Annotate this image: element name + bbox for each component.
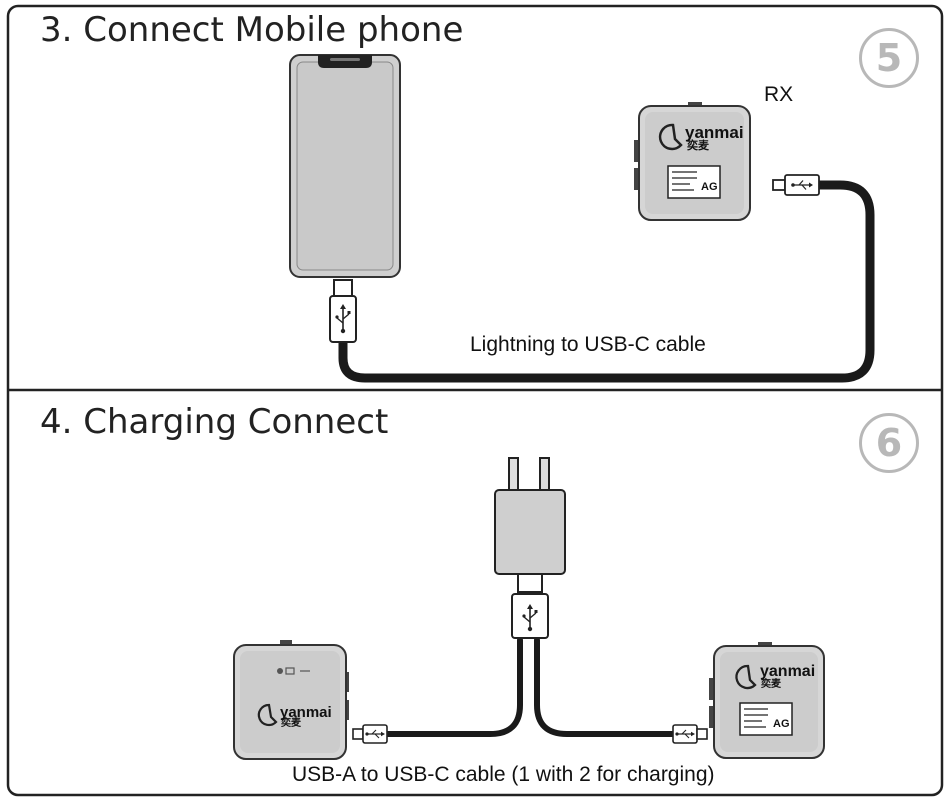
brand-logo-icon xyxy=(257,703,278,727)
rx2-brand-label: yanmai xyxy=(760,663,816,680)
usb-icon xyxy=(675,729,695,739)
usb-icon xyxy=(522,604,538,632)
page-frame xyxy=(6,4,944,797)
step-badge-6: 6 xyxy=(859,413,919,473)
power-adapter xyxy=(494,457,566,593)
rx-receiver xyxy=(634,102,751,221)
rx-label: RX xyxy=(764,83,794,106)
rx-brand-label: yanmai xyxy=(685,123,744,142)
brand-logo-icon xyxy=(735,664,757,690)
section-connect-title: 3. Connect Mobile phone xyxy=(40,10,464,50)
rx-screen xyxy=(739,702,793,736)
section-charging-title: 4. Charging Connect xyxy=(40,402,389,442)
rx-brand-cn-label: 奕麦 xyxy=(687,140,709,152)
usb-icon xyxy=(791,180,813,190)
rx-screen-text: AG xyxy=(701,181,718,193)
rx2-screen-text: AG xyxy=(773,718,790,730)
rx-screen xyxy=(667,165,721,199)
lightning-cable xyxy=(338,180,875,383)
step-badge-5: 5 xyxy=(859,28,919,88)
rx2-brand-cn-label: 奕麦 xyxy=(761,679,781,690)
mobile-phone xyxy=(289,54,401,278)
charging-cable-left-branch xyxy=(382,637,523,737)
charging-cable-label: USB-A to USB-C cable (1 with 2 for charg… xyxy=(292,763,715,786)
tx-transmitter xyxy=(233,640,349,760)
lightning-cable-label: Lightning to USB-C cable xyxy=(470,333,706,356)
tx-brand-cn-label: 奕麦 xyxy=(281,718,301,729)
phone-notch xyxy=(318,55,372,68)
usb-icon xyxy=(335,304,351,334)
usb-icon xyxy=(365,729,385,739)
rx-receiver-charging xyxy=(709,642,825,759)
brand-logo-icon xyxy=(658,123,683,151)
tx-brand-label: yanmai xyxy=(280,704,332,721)
charging-cable-right-branch xyxy=(534,637,678,737)
